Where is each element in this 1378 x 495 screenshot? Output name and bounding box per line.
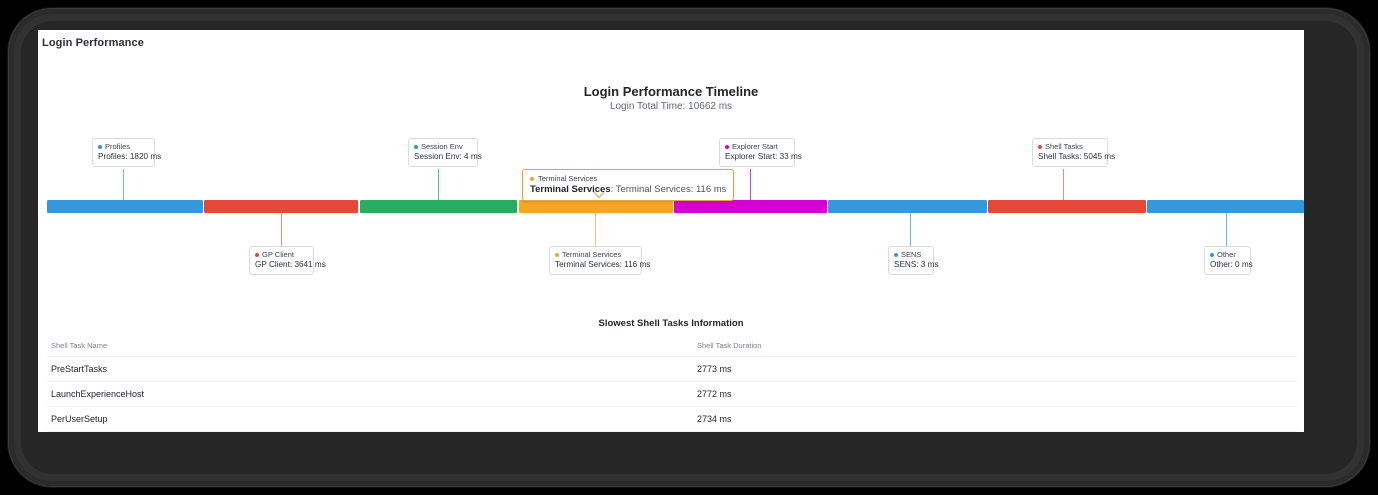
callout-sens-header: SENS: [894, 250, 928, 260]
timeline-segment-terminal-services[interactable]: [518, 200, 673, 213]
cell-shell-task-duration: 2734 ms: [693, 406, 1297, 432]
sens-dot-icon: [894, 252, 898, 257]
cell-shell-task-name: PreStartTasks: [47, 356, 693, 382]
shell-tasks-dot-icon: [1038, 144, 1042, 149]
column-header-shell-task-name[interactable]: Shell Task Name: [47, 336, 693, 357]
callout-sens-body: SENS: 3 ms: [894, 259, 939, 269]
timeline-segment-explorer-start[interactable]: [673, 200, 827, 213]
tooltip-series-name: Terminal Services: [530, 184, 611, 195]
app-screen: Login Performance Login Performance Time…: [38, 30, 1304, 432]
chart-subtitle: Login Total Time: 10662 ms: [609, 101, 733, 112]
callout-explorer-start-header: Explorer Start: [725, 142, 789, 152]
callout-explorer-start-body: Explorer Start: 33 ms: [725, 151, 802, 161]
cell-shell-task-name: LaunchExperienceHost: [47, 381, 693, 407]
timeline-segment-other[interactable]: [1147, 200, 1304, 213]
leader-line-gp-client: [281, 213, 282, 246]
callout-sens[interactable]: SENS SENS: 3 ms: [888, 246, 939, 276]
callout-session-env[interactable]: Session Env Session Env: 4 ms: [408, 138, 482, 168]
timeline-bar: [47, 200, 1304, 213]
tooltip-separator: :: [610, 184, 616, 195]
leader-line-other: [1226, 213, 1227, 246]
table-title: Slowest Shell Tasks Information: [598, 318, 744, 329]
callout-gp-client-body: GP Client: 3641 ms: [255, 259, 326, 269]
callout-shell-tasks-body: Shell Tasks: 5045 ms: [1038, 151, 1116, 161]
callout-gp-client[interactable]: GP Client GP Client: 3641 ms: [249, 246, 326, 276]
session-env-dot-icon: [414, 144, 418, 149]
gp-client-dot-icon: [255, 252, 259, 257]
callout-shell-tasks[interactable]: Shell Tasks Shell Tasks: 5045 ms: [1032, 138, 1116, 168]
cell-shell-task-name: PerUserSetup: [47, 406, 693, 432]
profiles-dot-icon: [98, 144, 102, 149]
table-header-row: Shell Task Name Shell Task Duration: [47, 336, 1297, 357]
table-row[interactable]: LaunchExperienceHost 2772 ms: [47, 381, 1297, 407]
callout-shell-tasks-header: Shell Tasks: [1038, 142, 1102, 152]
timeline-hover-tooltip: Terminal Services Terminal Services: Ter…: [522, 169, 735, 201]
callout-terminal-services[interactable]: Terminal Services Terminal Services: 116…: [549, 246, 651, 276]
callout-profiles[interactable]: Profiles Profiles: 1820 ms: [92, 138, 162, 168]
callout-gp-client-header: GP Client: [255, 250, 308, 260]
leader-line-terminal-services: [595, 213, 596, 246]
tooltip-value: Terminal Services: 116 ms: [615, 184, 727, 195]
cell-shell-task-duration: 2773 ms: [693, 356, 1297, 382]
table-head: Shell Task Name Shell Task Duration: [47, 336, 1297, 357]
timeline-segment-profiles[interactable]: [47, 200, 204, 213]
tooltip-body: Terminal Services: Terminal Services: 11…: [530, 184, 726, 195]
column-header-shell-task-duration[interactable]: Shell Task Duration: [693, 336, 1297, 357]
leader-line-session-env: [438, 169, 439, 201]
leader-line-explorer-start: [750, 169, 751, 201]
timeline-segment-sens[interactable]: [828, 200, 988, 213]
chart-title: Login Performance Timeline: [583, 84, 759, 99]
callout-terminal-services-header: Terminal Services: [555, 250, 636, 260]
callout-other-header: Other: [1210, 250, 1245, 260]
callout-profiles-body: Profiles: 1820 ms: [98, 151, 162, 161]
timeline-segment-gp-client[interactable]: [204, 200, 359, 213]
tooltip-header: Terminal Services: [530, 174, 726, 183]
leader-line-shell-tasks: [1063, 169, 1064, 201]
leader-line-sens: [910, 213, 911, 246]
cell-shell-task-duration: 2772 ms: [693, 381, 1297, 407]
login-performance-timeline: Profiles Profiles: 1820 ms Session Env S…: [38, 30, 1304, 320]
callout-other-body: Other: 0 ms: [1210, 259, 1253, 269]
callout-terminal-services-body: Terminal Services: 116 ms: [555, 259, 651, 269]
other-dot-icon: [1210, 252, 1214, 257]
callout-session-env-body: Session Env: 4 ms: [414, 151, 482, 161]
timeline-segment-shell-tasks[interactable]: [988, 200, 1147, 213]
tooltip-dot-icon: [530, 176, 534, 181]
leader-line-profiles: [123, 169, 124, 201]
table-row[interactable]: PerUserSetup 2734 ms: [47, 406, 1297, 432]
callout-explorer-start[interactable]: Explorer Start Explorer Start: 33 ms: [719, 138, 802, 168]
callout-session-env-header: Session Env: [414, 142, 472, 152]
explorer-start-dot-icon: [725, 144, 729, 149]
terminal-services-dot-icon: [555, 252, 559, 257]
table-row[interactable]: PreStartTasks 2773 ms: [47, 356, 1297, 382]
page-title: Login Performance: [42, 37, 144, 49]
tooltip-arrow-icon: [594, 192, 604, 200]
slowest-shell-tasks-table: Shell Task Name Shell Task Duration PreS…: [47, 336, 1297, 432]
callout-other[interactable]: Other Other: 0 ms: [1204, 246, 1253, 276]
table-body: PreStartTasks 2773 ms LaunchExperienceHo…: [47, 356, 1297, 432]
callout-profiles-header: Profiles: [98, 142, 149, 152]
timeline-segment-session-env[interactable]: [359, 200, 518, 213]
